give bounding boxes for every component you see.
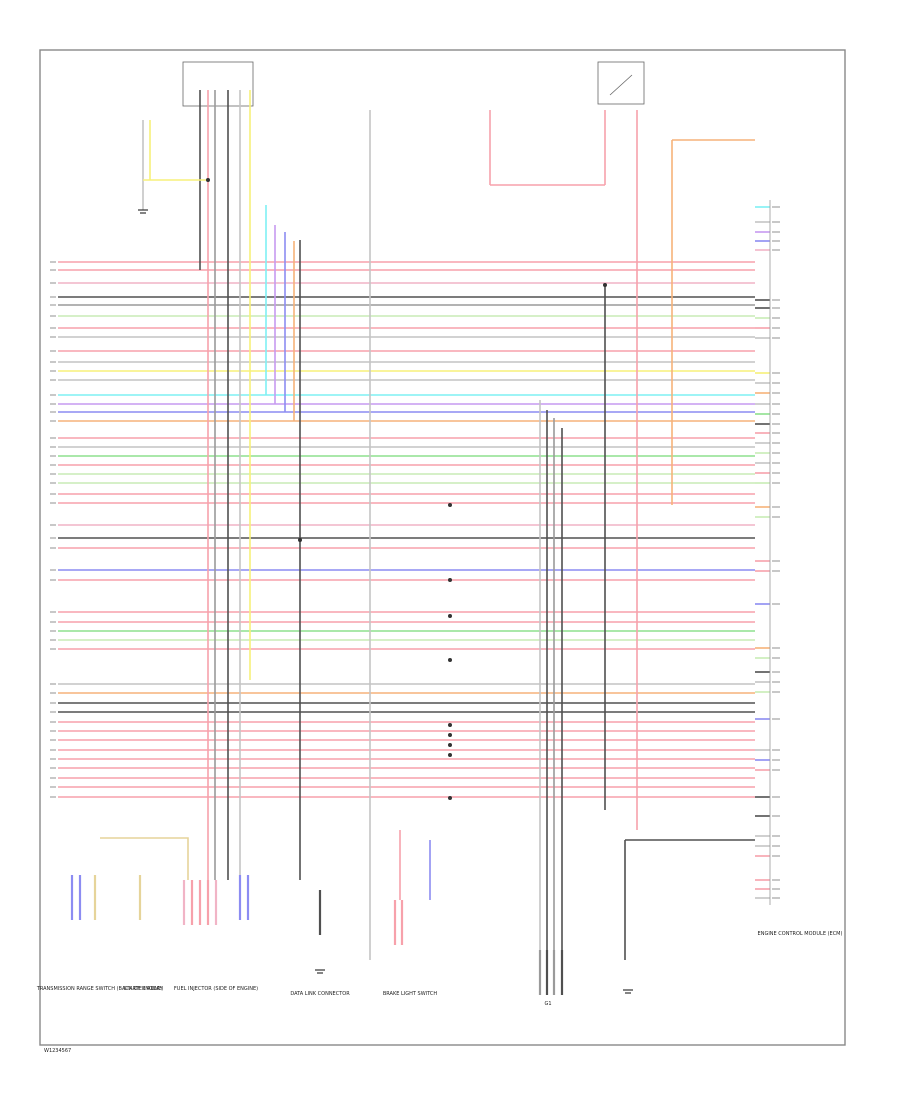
- splice-dot: [448, 614, 452, 618]
- fuel-injector-bank-label: FUEL INJECTOR (SIDE OF ENGINE): [174, 986, 258, 992]
- data-link-label: DATA LINK CONNECTOR: [290, 991, 350, 997]
- feed-wire: [100, 837, 189, 880]
- splice-dot: [603, 283, 607, 287]
- top-components: [182, 61, 645, 107]
- wire-group: [58, 90, 770, 960]
- brake-switch-box: [597, 61, 645, 105]
- transmission-range-sensor-label: TRANSMISSION RANGE SWITCH (BACK OF ENGIN…: [36, 986, 163, 992]
- splice-dot: [448, 658, 452, 662]
- splice-dot: [448, 503, 452, 507]
- splice-dot: [448, 796, 452, 800]
- connector-group: [70, 178, 771, 995]
- reference-code: W1234567: [44, 1048, 71, 1054]
- starter-relay-label: STARTER RELAY: [123, 986, 163, 992]
- brake-switch-label: BRAKE LIGHT SWITCH: [383, 991, 438, 997]
- splice-dot: [448, 733, 452, 737]
- relay-box: [182, 61, 254, 107]
- splice-dot: [298, 538, 302, 542]
- engine-control-module-label: ENGINE CONTROL MODULE (ECM): [758, 931, 843, 937]
- splice-dot: [448, 753, 452, 757]
- splice-dot: [448, 723, 452, 727]
- ground-point-label: G1: [544, 1001, 551, 1007]
- splice-dot: [448, 743, 452, 747]
- splice-dot: [206, 178, 210, 182]
- diagram-frame: [39, 49, 846, 1046]
- pin-label-group: [50, 206, 780, 899]
- splice-dot: [448, 578, 452, 582]
